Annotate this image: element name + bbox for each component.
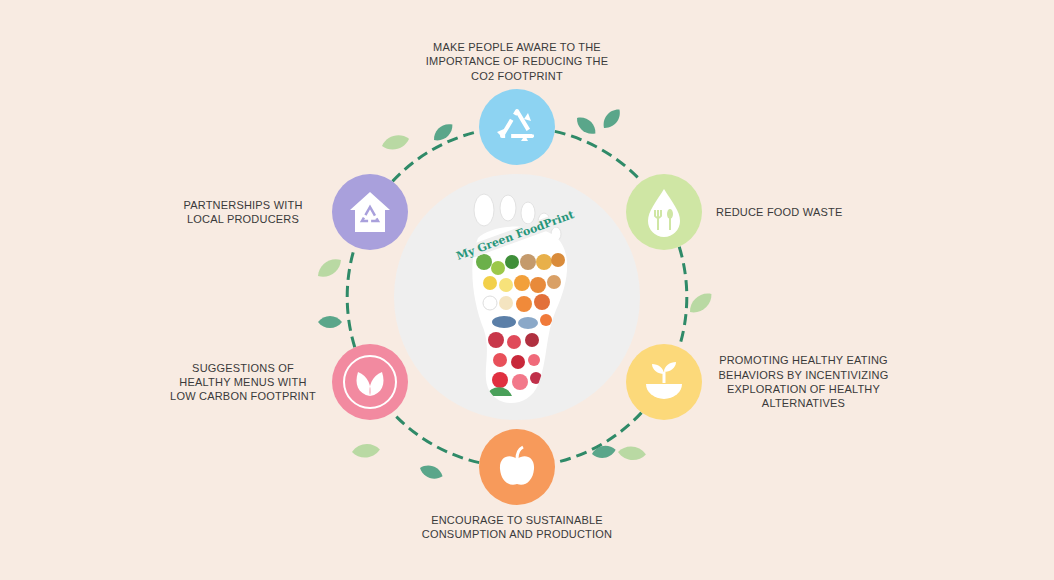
icon-circle: ENCOURAGE TO SUSTAINABLE CONSUMPTION AND…: [479, 429, 555, 505]
caption-text: PROMOTING HEALTHY EATING BEHAVIORS BY IN…: [716, 353, 891, 410]
caption-text: PARTNERSHIPS WITH LOCAL PRODUCERS: [168, 198, 318, 227]
center-circle: My Green FoodPrint: [394, 174, 640, 420]
ring-connector: [347, 247, 355, 347]
icon-circle: MAKE PEOPLE AWARE TO THE IMPORTANCE OF R…: [479, 89, 555, 165]
icon-symbol: [626, 174, 702, 250]
ring-connector: [392, 131, 479, 181]
caption-text: ENCOURAGE TO SUSTAINABLE CONSUMPTION AND…: [415, 513, 620, 542]
ring-connector: [679, 247, 687, 347]
icon-circle: PROMOTING HEALTHY EATING BEHAVIORS BY IN…: [626, 344, 702, 420]
ring-connector: [555, 413, 642, 463]
icon-circle: REDUCE FOOD WASTE: [626, 174, 702, 250]
icon-symbol: [626, 344, 702, 420]
caption-text: SUGGESTIONS OF HEALTHY MENUS WITH LOW CA…: [168, 361, 318, 404]
icon-symbol: [479, 429, 555, 505]
icon-circle: SUGGESTIONS OF HEALTHY MENUS WITH LOW CA…: [332, 344, 408, 420]
caption-text: MAKE PEOPLE AWARE TO THE IMPORTANCE OF R…: [415, 40, 620, 83]
center-disc: [394, 174, 640, 420]
ring-connector: [555, 131, 642, 181]
icon-circle: PARTNERSHIPS WITH LOCAL PRODUCERS: [332, 174, 408, 250]
icon-symbol: [332, 174, 408, 250]
icon-symbol: [332, 344, 408, 420]
icon-symbol: [479, 89, 555, 165]
logo-text: My Green FoodPrint: [452, 207, 577, 263]
caption-text: REDUCE FOOD WASTE: [716, 205, 842, 219]
ring-connector: [392, 413, 479, 463]
